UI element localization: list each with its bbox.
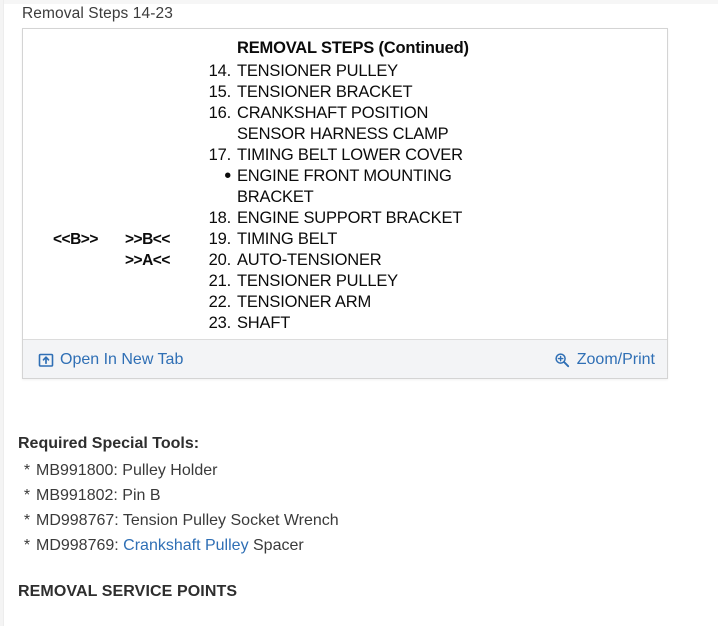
removal-step-row: 23. SHAFT [23,313,667,334]
removal-steps-diagram: REMOVAL STEPS (Continued) 14. TENSIONER P… [23,29,667,339]
step-label: AUTO-TENSIONER [237,251,382,269]
left-edge-rail [0,0,4,626]
tool-link[interactable]: Crankshaft Pulley [123,537,249,554]
removal-service-points-heading: REMOVAL SERVICE POINTS [18,583,238,600]
tool-list-item: * MB991800: Pulley Holder [18,458,618,483]
removal-step-row: 21. TENSIONER PULLEY [23,271,667,292]
step-number: 14. [208,62,232,80]
removal-step-row: 16. CRANKSHAFT POSITION [23,103,667,124]
tool-text-suffix: Spacer [248,537,304,554]
tool-text: MD998767: Tension Pulley Socket Wrench [36,512,339,529]
service-point-marker-right: >>B<< [125,231,170,248]
tool-list-item: * MB991802: Pin B [18,483,618,508]
removal-step-row: SENSOR HARNESS CLAMP [23,124,667,145]
step-label: TENSIONER PULLEY [237,272,398,290]
step-label: ENGINE SUPPORT BRACKET [237,209,463,227]
step-number: 18. [208,209,232,227]
step-number: 20. [208,251,232,269]
required-special-tools-section: Required Special Tools: * MB991800: Pulle… [18,433,618,558]
step-label: TENSIONER BRACKET [237,83,413,101]
step-number: 22. [208,293,232,311]
tool-bullet: * [23,537,31,554]
step-bullet: • [224,165,231,187]
removal-step-row: 18. ENGINE SUPPORT BRACKET [23,208,667,229]
tool-list-item: * MD998769: Crankshaft Pulley Spacer [18,533,618,558]
zoom-print-button[interactable]: Zoom/Print [554,340,655,379]
figure-panel: REMOVAL STEPS (Continued) 14. TENSIONER P… [22,28,668,379]
step-label: SENSOR HARNESS CLAMP [237,125,449,143]
diagram-heading: REMOVAL STEPS (Continued) [237,39,469,57]
step-label: CRANKSHAFT POSITION [237,104,429,122]
service-point-marker-right: >>A<< [125,252,170,269]
tool-text: MB991800: Pulley Holder [36,462,218,479]
removal-step-row: 15. TENSIONER BRACKET [23,82,667,103]
page-title: Removal Steps 14-23 [22,5,173,22]
step-label: BRACKET [237,188,314,206]
tool-bullet: * [23,512,31,529]
step-number: 21. [208,272,232,290]
required-special-tools-title: Required Special Tools: [18,435,200,452]
step-number: 16. [208,104,232,122]
step-label: TENSIONER PULLEY [237,62,398,80]
step-number: 15. [208,83,232,101]
removal-step-row: • ENGINE FRONT MOUNTING [23,166,667,187]
step-label: TIMING BELT LOWER COVER [237,146,463,164]
figure-toolbar: Open In New Tab Zoom/Print [23,339,667,378]
step-label: TIMING BELT [237,230,338,248]
removal-step-row: >>A<< 20. AUTO-TENSIONER [23,250,667,271]
step-label: TENSIONER ARM [237,293,372,311]
top-edge-band [0,0,718,4]
step-label: ENGINE FRONT MOUNTING [237,167,452,185]
removal-step-row: 17. TIMING BELT LOWER COVER [23,145,667,166]
step-number: 17. [208,146,232,164]
removal-step-row: BRACKET [23,187,667,208]
step-label: SHAFT [237,314,291,332]
magnifier-plus-icon [554,351,571,368]
tool-text: MB991802: Pin B [36,487,161,504]
removal-step-row: 22. TENSIONER ARM [23,292,667,313]
removal-step-row: <<B>> >>B<< 19. TIMING BELT [23,229,667,250]
step-number: 23. [208,314,232,332]
tool-text: MD998769: [36,537,124,554]
tool-list-item: * MD998767: Tension Pulley Socket Wrench [18,508,618,533]
open-in-new-tab-label: Open In New Tab [60,350,184,368]
figure-image-area[interactable]: REMOVAL STEPS (Continued) 14. TENSIONER P… [23,29,667,339]
open-in-new-tab-button[interactable]: Open In New Tab [37,340,183,379]
removal-step-row: 14. TENSIONER PULLEY [23,61,667,82]
zoom-print-label: Zoom/Print [576,350,655,368]
tool-bullet: * [23,487,31,504]
service-point-marker-left: <<B>> [53,231,98,248]
tool-bullet: * [23,462,31,479]
step-number: 19. [208,230,232,248]
required-special-tools-list: * MB991800: Pulley Holder * MB991802: Pin B… [18,458,618,558]
open-in-new-tab-icon [37,351,54,368]
